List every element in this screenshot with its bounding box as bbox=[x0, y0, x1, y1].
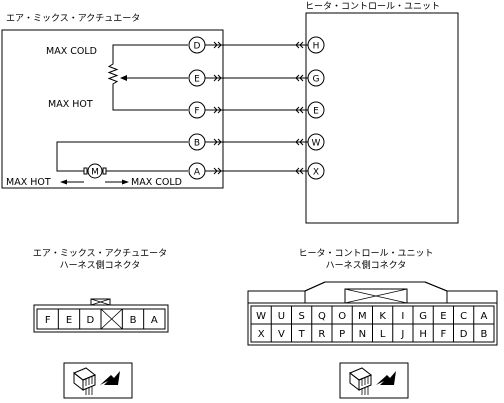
control-conn-cell: M bbox=[358, 311, 367, 322]
control-unit-title: ヒータ・コントロール・ユニット bbox=[305, 1, 440, 12]
control-connector-title-1: ヒータ・コントロール・ユニット bbox=[298, 248, 433, 259]
control-conn-cell: I bbox=[401, 311, 404, 322]
max-cold-label-top: MAX COLD bbox=[46, 46, 97, 57]
actuator-pin-d: D bbox=[188, 36, 206, 54]
max-hot-label-top: MAX HOT bbox=[48, 99, 93, 110]
control-connector-title-2: ハーネス側コネクタ bbox=[326, 259, 407, 271]
max-cold-label-bottom: MAX COLD bbox=[131, 177, 182, 188]
actuator-title: エア・ミックス・アクチュエータ bbox=[6, 13, 140, 24]
wire-f-e bbox=[205, 106, 308, 114]
motor-circle bbox=[87, 163, 103, 179]
svg-text:A: A bbox=[194, 168, 201, 178]
control-conn-cell: R bbox=[318, 329, 325, 340]
direction-arrow-cold bbox=[122, 179, 129, 185]
control-conn-cell: A bbox=[480, 311, 487, 322]
actuator-conn-cell: F bbox=[45, 315, 51, 326]
svg-text:D: D bbox=[194, 42, 201, 52]
svg-text:F: F bbox=[194, 107, 199, 117]
svg-text:X: X bbox=[313, 168, 319, 178]
control-conn-cell: U bbox=[278, 311, 285, 322]
control-conn-cell: G bbox=[419, 311, 427, 322]
direction-arrow-hot bbox=[60, 179, 67, 185]
control-pin-w: W bbox=[307, 133, 325, 151]
control-conn-cell: D bbox=[460, 329, 468, 340]
control-pin-g: G bbox=[307, 69, 325, 87]
control-conn-cell: E bbox=[440, 311, 446, 322]
control-conn-cell: B bbox=[480, 329, 487, 340]
potentiometer-wiper-arrow bbox=[120, 75, 127, 81]
wire-d-h bbox=[205, 41, 308, 49]
control-conn-cell: H bbox=[419, 329, 427, 340]
actuator-conn-cell: E bbox=[66, 315, 72, 326]
control-pin-h: H bbox=[307, 36, 325, 54]
max-hot-label-bottom: MAX HOT bbox=[6, 177, 51, 188]
wire-b-w bbox=[205, 138, 308, 146]
svg-text:E: E bbox=[313, 107, 319, 117]
control-conn-cell: V bbox=[278, 329, 285, 340]
control-unit-box bbox=[305, 12, 459, 224]
wire-a-x bbox=[205, 167, 308, 175]
control-pin-x: X bbox=[307, 162, 325, 180]
actuator-conn-cell: D bbox=[86, 315, 94, 326]
actuator-connector-title-2: ハーネス側コネクタ bbox=[60, 259, 141, 271]
control-conn-cell: W bbox=[256, 311, 266, 322]
control-conn-cell: S bbox=[298, 311, 304, 322]
control-connector-cells: W U S Q O M K I G E C A X V T R P N L J H F D B bbox=[256, 306, 487, 342]
actuator-pin-b: B bbox=[188, 133, 206, 151]
actuator-connector: F E D B A bbox=[33, 298, 169, 333]
control-conn-cell: J bbox=[400, 329, 404, 340]
actuator-pin-a: A bbox=[188, 162, 206, 180]
actuator-connector-title-1: エア・ミックス・アクチュエータ bbox=[33, 248, 167, 259]
potentiometer-resistor bbox=[107, 44, 188, 111]
actuator-connector-face-icon bbox=[63, 362, 133, 399]
actuator-conn-cell: A bbox=[151, 315, 158, 326]
control-conn-cell: N bbox=[359, 329, 366, 340]
svg-text:E: E bbox=[194, 75, 200, 85]
motor-wire-b bbox=[56, 141, 188, 172]
svg-text:W: W bbox=[312, 139, 321, 149]
control-conn-cell: X bbox=[258, 329, 265, 340]
control-pin-e: E bbox=[307, 101, 325, 119]
control-conn-cell: T bbox=[298, 329, 306, 340]
control-connector-face-icon bbox=[339, 362, 409, 399]
control-conn-cell: Q bbox=[318, 311, 326, 322]
wire-e-g bbox=[205, 74, 308, 82]
motor-label: M bbox=[91, 168, 99, 178]
control-conn-cell: C bbox=[460, 311, 467, 322]
actuator-pin-f: F bbox=[188, 101, 206, 119]
control-conn-cell: F bbox=[440, 329, 446, 340]
actuator-box bbox=[1, 29, 224, 189]
control-conn-cell: L bbox=[380, 329, 386, 340]
control-conn-cell: P bbox=[339, 329, 345, 340]
svg-text:B: B bbox=[194, 139, 200, 149]
svg-text:H: H bbox=[313, 42, 320, 52]
svg-text:G: G bbox=[313, 75, 320, 85]
control-conn-cell: O bbox=[338, 311, 346, 322]
actuator-pin-e: E bbox=[188, 69, 206, 87]
control-conn-cell: K bbox=[379, 311, 386, 322]
actuator-conn-cell: B bbox=[130, 315, 137, 326]
